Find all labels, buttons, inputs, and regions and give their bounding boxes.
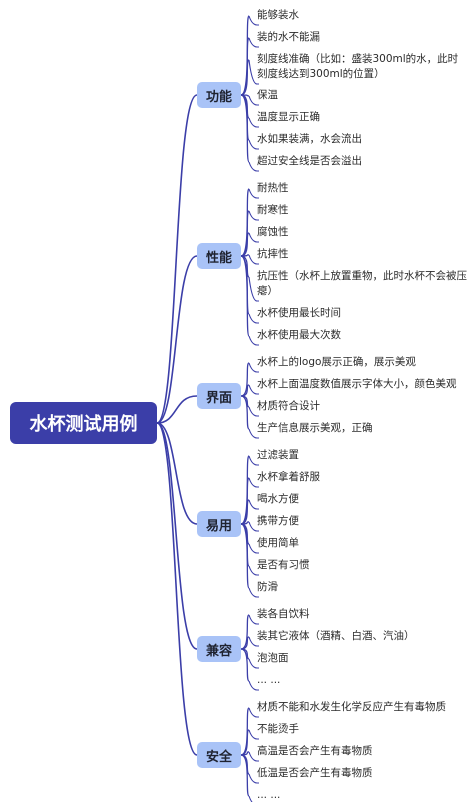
leaf-item: 抗压性（水杯上放置重物，此时水杯不会被压瘪） [257,270,467,297]
leaf-item: 水杯使用最大次数 [257,329,341,341]
leaf-item: 低温是否会产生有毒物质 [257,767,373,779]
leaf-item: 能够装水 [257,9,299,21]
category-compatibility: 兼容 [197,636,241,662]
leaf-item: 不能烫手 [257,723,299,735]
leaf-item: 水杯上的logo展示正确，展示美观 [257,356,416,368]
category-performance: 性能 [197,243,241,269]
leaf-item: 装的水不能漏 [257,31,320,43]
leaf-item: 是否有习惯 [257,559,310,571]
category-usability: 易用 [197,511,241,537]
leaf-item: 抗摔性 [257,248,289,260]
leaf-item: 保温 [257,89,278,101]
leaf-item: 水杯上面温度数值展示字体大小，颜色美观 [257,378,457,390]
leaf-item: 腐蚀性 [257,226,289,238]
category-safety: 安全 [197,742,241,768]
leaf-item: 使用简单 [257,537,299,549]
root-node: 水杯测试用例 [10,402,157,444]
leaf-item: 材质符合设计 [257,400,320,412]
leaf-item: 耐热性 [257,182,289,194]
leaf-item: 耐寒性 [257,204,289,216]
leaf-item: 装其它液体（酒精、白酒、汽油） [257,630,415,642]
category-function: 功能 [197,82,241,108]
leaf-item: ... ... [257,789,281,801]
leaf-item: 高温是否会产生有毒物质 [257,745,373,757]
category-interface: 界面 [197,383,241,409]
leaf-item: 材质不能和水发生化学反应产生有毒物质 [257,701,446,713]
leaf-item: 生产信息展示美观，正确 [257,422,373,434]
leaf-item: 温度显示正确 [257,111,320,123]
leaf-item: 防滑 [257,581,278,593]
leaf-item: ... ... [257,674,281,686]
leaf-item: 过滤装置 [257,449,299,461]
leaf-item: 装各自饮料 [257,608,310,620]
leaf-item: 水杯拿着舒服 [257,471,320,483]
leaf-item: 水杯使用最长时间 [257,307,341,319]
leaf-item: 喝水方便 [257,493,299,505]
leaf-item: 刻度线准确（比如：盛装300ml的水，此时刻度线达到300ml的位置） [257,53,459,80]
leaf-item: 携带方便 [257,515,299,527]
leaf-item: 超过安全线是否会溢出 [257,155,362,167]
leaf-item: 水如果装满，水会流出 [257,133,362,145]
leaf-item: 泡泡面 [257,652,289,664]
